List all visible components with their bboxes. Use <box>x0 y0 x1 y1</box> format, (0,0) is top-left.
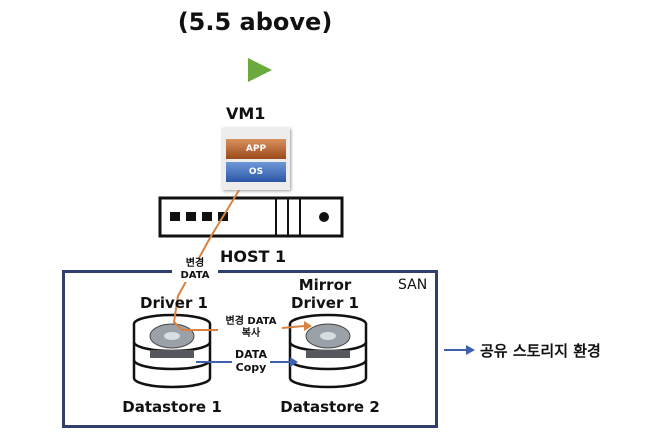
mirror-driver-label: Mirror Driver 1 <box>291 276 359 312</box>
page-title: (5.5 above) <box>177 8 333 36</box>
data-copy-label: DATA Copy <box>235 348 267 374</box>
driver1-label: Driver 1 <box>140 294 208 312</box>
san-box <box>62 270 438 428</box>
play-icon <box>248 58 272 82</box>
changed-data-label: 변경 DATA <box>172 258 218 282</box>
change-data-copy-arrow <box>281 325 305 329</box>
host-server-icon <box>158 196 344 238</box>
san-label: SAN <box>398 277 428 293</box>
datastore2-disk-icon <box>288 313 368 389</box>
shared-storage-label: 공유 스토리지 환경 <box>480 342 601 360</box>
host-label: HOST 1 <box>220 247 287 266</box>
orange-arrow-head <box>304 321 312 331</box>
vm-app-layer: APP <box>226 139 286 159</box>
shared-arrow-head <box>466 345 475 355</box>
blue-arrow-head <box>290 357 298 367</box>
datastore2-label: Datastore 2 <box>280 398 380 416</box>
vm-os-layer: OS <box>226 162 286 182</box>
datastore1-label: Datastore 1 <box>122 398 222 416</box>
change-data-line <box>172 181 245 331</box>
vm-label: VM1 <box>226 104 266 123</box>
changed-data-copy-label: 변경 DATA 복사 <box>225 316 277 339</box>
